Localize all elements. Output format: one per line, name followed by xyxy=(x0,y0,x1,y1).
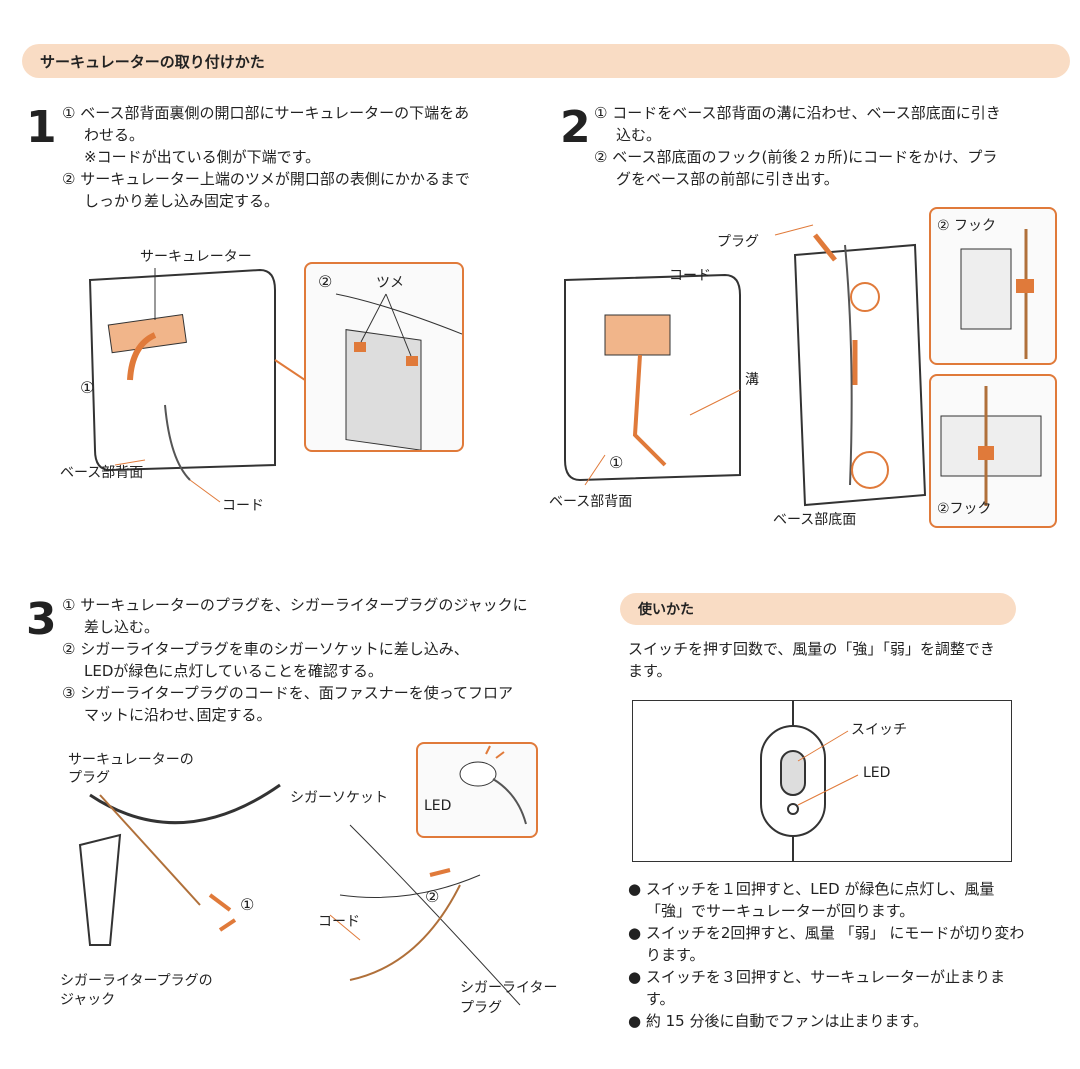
step2-line: 込む。 xyxy=(616,126,662,144)
label-hook-rear: ②フック xyxy=(937,501,992,517)
step2-line: ① コードをベース部背面の溝に沿わせ、ベース部底面に引き xyxy=(594,104,1001,122)
label-led: LED xyxy=(863,765,891,781)
step3-line: マットに沿わせ､固定する。 xyxy=(84,706,272,724)
step1-note: ※コードが出ている側が下端です。 xyxy=(84,148,321,166)
label-groove: 溝 xyxy=(745,372,759,388)
switch-diagram: スイッチ LED xyxy=(632,700,1012,862)
usage-bullet: ● スイッチを３回押すと、サーキュレーターが止まります。 xyxy=(628,968,1005,1008)
label-circulator-plug: プラグ xyxy=(68,770,110,786)
step2-line: ② ベース部底面のフック(前後２ヵ所)にコードをかけ、プラ xyxy=(594,148,998,166)
label-step-marker: ① xyxy=(80,378,95,397)
step-number: 1 xyxy=(26,102,57,153)
label-led: LED xyxy=(424,798,452,814)
car-drawing xyxy=(78,783,521,1006)
label-circulator: サーキュレーター xyxy=(140,249,252,265)
label-cord: コード xyxy=(222,498,264,514)
label-cigar-plug: プラグ xyxy=(460,1000,502,1016)
step2-illustration: プラグ コード 溝 ① ベース部背面 ベース部底面 xyxy=(545,205,935,535)
usage-bullet: ● スイッチを１回押すと、LED が緑色に点灯し、風量「強」でサーキュレーターが… xyxy=(628,880,995,920)
usage-intro-line: スイッチを押す回数で、風量の「強」「弱」を調整でき xyxy=(628,640,995,658)
usage-intro-line: ます。 xyxy=(628,662,672,680)
step3-line: ① サーキュレーターのプラグを、シガーライタープラグのジャックに xyxy=(62,596,528,614)
step3-text: ① サーキュレーターのプラグを、シガーライタープラグのジャックに 差し込む。 ②… xyxy=(62,594,592,726)
usage-bullet-text: スイッチを３回押すと、サーキュレーターが止まります。 xyxy=(645,968,1005,1008)
detail-inset-hook-top: ② フック xyxy=(929,207,1057,365)
led-detail-drawing xyxy=(459,745,527,825)
step3-line: ② シガーライタープラグを車のシガーソケットに差し込み、 xyxy=(62,640,469,658)
label-step-marker: ② xyxy=(425,887,440,906)
step3-line: LEDが緑色に点灯していることを確認する。 xyxy=(84,662,383,680)
usage-bullet-text: 約 15 分後に自動でファンは止まります。 xyxy=(645,1012,928,1030)
usage-title: 使いかた xyxy=(638,602,694,618)
step1-line: ① ベース部背面裏側の開口部にサーキュレーターの下端をあ xyxy=(62,104,470,122)
label-step-marker: ① xyxy=(240,895,255,914)
label-circulator-plug: サーキュレーターの xyxy=(68,752,194,768)
step3-line: 差し込む。 xyxy=(84,618,160,636)
label-hook-front: ② フック xyxy=(937,218,997,234)
usage-bullets: ● スイッチを１回押すと、LED が緑色に点灯し、風量「強」でサーキュレーターが… xyxy=(628,878,1028,1032)
label-cigar-plug: シガーライター xyxy=(460,980,558,996)
section-banner: サーキュレーターの取り付けかた xyxy=(22,44,1070,78)
detail-inset-hook-bottom: ②フック xyxy=(929,374,1057,528)
step-number: 2 xyxy=(560,102,591,153)
step2-line: グをベース部の前部に引き出す。 xyxy=(616,170,839,188)
label-base-bottom: ベース部底面 xyxy=(773,512,857,528)
label-switch: スイッチ xyxy=(851,722,907,738)
usage-bullet-text: スイッチを１回押すと、LED が緑色に点灯し、風量「強」でサーキュレーターが回り… xyxy=(645,880,995,920)
label-tab: ツメ xyxy=(376,275,404,291)
detail-inset-led: LED xyxy=(416,742,538,838)
label-step-marker: ① xyxy=(609,453,624,472)
hook-detail-drawing xyxy=(940,386,1042,506)
section-title: サーキュレーターの取り付けかた xyxy=(40,52,265,71)
label-cord: コード xyxy=(669,268,711,284)
hook-detail-drawing xyxy=(960,229,1034,359)
step-number: 3 xyxy=(26,594,57,645)
step3-line: ③ シガーライタープラグのコードを、面ファスナーを使ってフロア xyxy=(62,684,513,702)
step1-line: わせる。 xyxy=(84,126,145,144)
usage-bullet: ● スイッチを2回押すと、風量 「弱」 にモードが切り変わります。 xyxy=(628,924,1025,964)
step1-illustration: サーキュレーター ① ベース部背面 コード xyxy=(60,240,480,520)
label-jack: ジャック xyxy=(60,992,116,1008)
usage-bullet: ● 約 15 分後に自動でファンは止まります。 xyxy=(628,1012,928,1030)
base-back-drawing xyxy=(88,268,306,503)
label-jack: シガーライタープラグの xyxy=(60,973,213,989)
usage-banner: 使いかた xyxy=(620,593,1016,625)
step1-line: しっかり差し込み固定する。 xyxy=(84,192,280,210)
switch-drawing xyxy=(760,701,859,861)
step2-text: ① コードをベース部背面の溝に沿わせ、ベース部底面に引き 込む。 ② ベース部底… xyxy=(594,102,1074,190)
detail-inset-tab: ② ツメ xyxy=(304,262,464,452)
tab-detail-drawing xyxy=(335,293,462,450)
label-base-back: ベース部背面 xyxy=(549,494,633,510)
usage-intro: スイッチを押す回数で、風量の「強」「弱」を調整でき ます。 xyxy=(628,638,1028,682)
label-step-marker: ② xyxy=(318,272,333,291)
label-cigar-socket: シガーソケット xyxy=(290,790,388,806)
label-plug: プラグ xyxy=(717,234,759,250)
label-cord: コード xyxy=(318,914,360,930)
step3-illustration: サーキュレーターの プラグ ① シガーライタープラグの ジャック シガーソケット… xyxy=(60,745,600,1035)
usage-bullet-text: スイッチを2回押すと、風量 「弱」 にモードが切り変わります。 xyxy=(645,924,1025,964)
label-base-back: ベース部背面 xyxy=(60,465,144,481)
base-drawing xyxy=(564,224,927,507)
step1-line: ② サーキュレーター上端のツメが開口部の表側にかかるまで xyxy=(62,170,470,188)
step1-text: ① ベース部背面裏側の開口部にサーキュレーターの下端をあ わせる。 ※コードが出… xyxy=(62,102,542,212)
